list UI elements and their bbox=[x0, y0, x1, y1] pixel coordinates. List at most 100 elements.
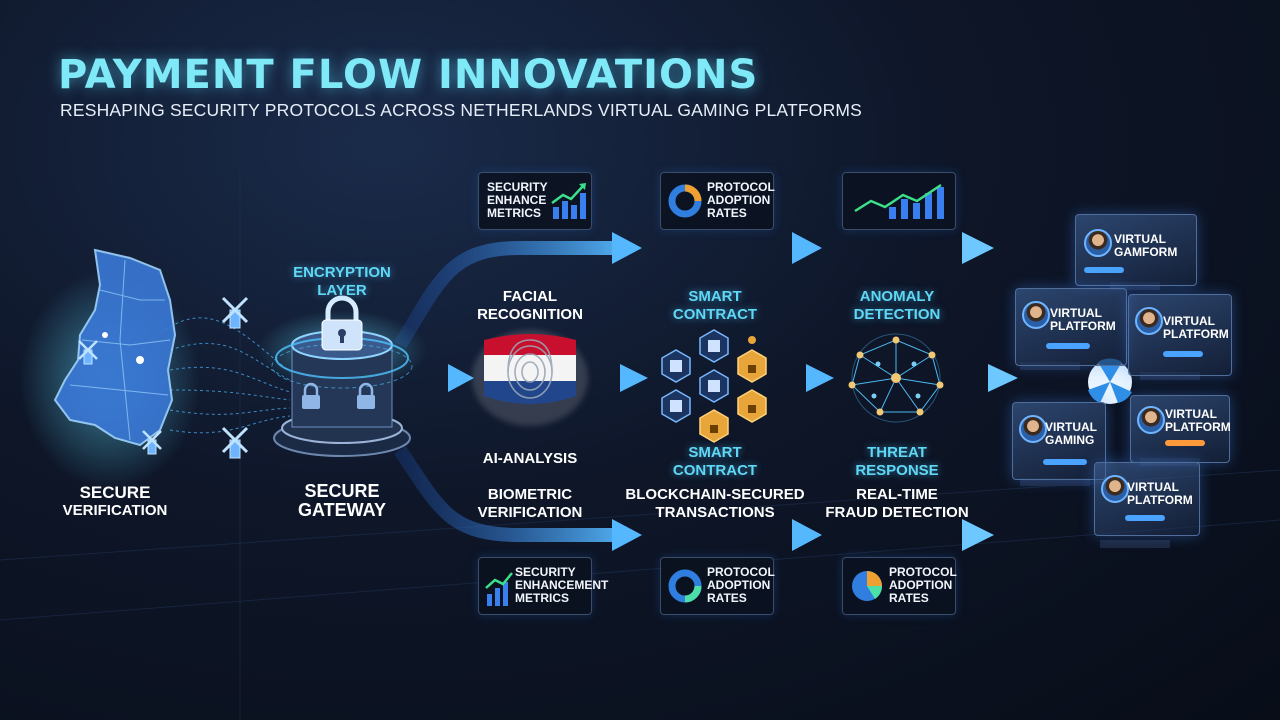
biometric-verification-line2: VERIFICATION bbox=[477, 504, 583, 521]
platform-panel-1[interactable]: VIRTUAL GAMFORM bbox=[1075, 214, 1197, 286]
metric-box-bottom-1-line2: ENHANCEMENT bbox=[515, 578, 609, 592]
metric-box-bottom-1: SECURITY ENHANCEMENT METRICS bbox=[478, 557, 608, 615]
threat-response-line2: RESPONSE bbox=[855, 462, 939, 479]
metric-box-bottom-3-line3: RATES bbox=[889, 591, 929, 605]
avatar bbox=[1137, 406, 1165, 434]
metric-box-bottom-2-line2: ADOPTION bbox=[707, 578, 771, 592]
metric-box-top-1-text: SECURITY ENHANCE METRICS bbox=[487, 181, 548, 220]
platform-panel-2-line2: PLATFORM bbox=[1050, 319, 1116, 333]
biometric-verification-line1: BIOMETRIC bbox=[487, 486, 573, 503]
metric-box-top-2-text: PROTOCOL ADOPTION RATES bbox=[707, 181, 775, 220]
metric-box-top-2-line2: ADOPTION bbox=[707, 193, 771, 207]
metric-box-top-2: PROTOCOL ADOPTION RATES bbox=[660, 172, 775, 230]
metric-box-bottom-3-line2: ADOPTION bbox=[889, 578, 953, 592]
anomaly-network-icon bbox=[848, 333, 944, 423]
blockchain-transactions-label: BLOCKCHAIN-SECURED TRANSACTIONS bbox=[615, 486, 815, 522]
metric-box-bottom-3-text: PROTOCOL ADOPTION RATES bbox=[889, 566, 957, 605]
metric-box-bottom-2-line1: PROTOCOL bbox=[707, 565, 775, 579]
bar-chart-trend-icon bbox=[551, 183, 586, 219]
platform-panel-6-text: VIRTUAL PLATFORM bbox=[1127, 481, 1193, 507]
threat-response-line1: THREAT bbox=[867, 444, 927, 461]
netherlands-map-icon bbox=[20, 248, 200, 490]
avatar bbox=[1101, 475, 1129, 503]
platform-panel-6-line1: VIRTUAL bbox=[1127, 480, 1179, 494]
platform-panel-5-button[interactable] bbox=[1043, 459, 1087, 465]
secure-verification-label-line2: VERIFICATION bbox=[62, 502, 168, 519]
metric-box-top-2-line3: RATES bbox=[707, 206, 747, 220]
platform-panel-3-line2: PLATFORM bbox=[1163, 327, 1229, 341]
metric-box-bottom-2: PROTOCOL ADOPTION RATES bbox=[660, 557, 775, 615]
platform-panel-1-text: VIRTUAL GAMFORM bbox=[1114, 233, 1177, 259]
platform-panel-2-text: VIRTUAL PLATFORM bbox=[1050, 307, 1116, 333]
windmill-icon bbox=[78, 296, 249, 459]
platform-panel-3[interactable]: VIRTUAL PLATFORM bbox=[1128, 294, 1232, 376]
avatar bbox=[1135, 307, 1163, 335]
lower-flow-arrow bbox=[394, 446, 994, 551]
anomaly-detection-label: ANOMALY DETECTION bbox=[822, 288, 972, 324]
smart-contract-hex-cluster bbox=[661, 329, 767, 443]
donut-chart-icon bbox=[668, 569, 702, 603]
secure-gateway-line2: GATEWAY bbox=[297, 500, 386, 520]
smart-contract-bottom-line1: SMART bbox=[688, 444, 742, 461]
threat-response-label: THREAT RESPONSE bbox=[822, 444, 972, 480]
platform-panel-3-line1: VIRTUAL bbox=[1163, 314, 1215, 328]
bar-chart-trend-icon bbox=[485, 572, 513, 606]
avatar bbox=[1084, 229, 1112, 257]
fraud-detection-line2: FRAUD DETECTION bbox=[825, 504, 969, 521]
platform-panel-4[interactable]: VIRTUAL PLATFORM bbox=[1130, 395, 1231, 463]
ai-analysis-label: AI-ANALYSIS bbox=[482, 450, 578, 467]
secure-gateway-label: SECURE GATEWAY bbox=[280, 482, 404, 520]
page-subtitle: RESHAPING SECURITY PROTOCOLS ACROSS NETH… bbox=[60, 100, 863, 120]
facial-recognition-line2: RECOGNITION bbox=[477, 306, 583, 323]
secure-gateway-icon bbox=[257, 295, 427, 457]
biometric-verification-label: BIOMETRIC VERIFICATION bbox=[455, 486, 605, 522]
blockchain-transactions-line2: TRANSACTIONS bbox=[655, 504, 775, 521]
fraud-detection-line1: REAL-TIME bbox=[856, 486, 938, 503]
platform-panel-4-button[interactable] bbox=[1165, 440, 1205, 446]
platform-panel-6-line2: PLATFORM bbox=[1127, 493, 1193, 507]
pie-chart-icon bbox=[852, 571, 883, 601]
metric-box-top-1: SECURITY ENHANCE METRICS bbox=[478, 172, 592, 230]
metric-box-bottom-1-text: SECURITY ENHANCEMENT METRICS bbox=[515, 566, 608, 605]
platform-panel-1-line1: VIRTUAL bbox=[1114, 232, 1166, 246]
platform-panel-3-button[interactable] bbox=[1163, 351, 1203, 357]
metric-box-top-1-line3: METRICS bbox=[487, 206, 541, 220]
metric-box-bottom-1-line1: SECURITY bbox=[515, 565, 576, 579]
blockchain-transactions-line1: BLOCKCHAIN-SECURED bbox=[625, 486, 805, 503]
platform-panel-1-button[interactable] bbox=[1084, 267, 1124, 273]
platform-panel-2[interactable]: VIRTUAL PLATFORM bbox=[1015, 288, 1127, 366]
platform-panel-6-button[interactable] bbox=[1125, 515, 1165, 521]
encryption-layer-line1: ENCRYPTION bbox=[293, 264, 391, 281]
smart-contract-bottom-line2: CONTRACT bbox=[672, 462, 758, 479]
platform-panel-5-text: VIRTUAL GAMING bbox=[1045, 421, 1097, 447]
platform-panel-3-text: VIRTUAL PLATFORM bbox=[1163, 315, 1229, 341]
bar-chart-trend-icon bbox=[854, 183, 944, 219]
anomaly-detection-line2: DETECTION bbox=[853, 306, 941, 323]
secure-verification-label-line1: SECURE bbox=[79, 483, 151, 502]
platform-panel-5[interactable]: VIRTUAL GAMING bbox=[1012, 402, 1106, 480]
fingerprint-flag-icon bbox=[472, 330, 588, 426]
secure-gateway-line1: SECURE bbox=[304, 481, 380, 501]
facial-recognition-line1: FACIAL bbox=[502, 288, 558, 305]
platform-panel-4-text: VIRTUAL PLATFORM bbox=[1165, 408, 1231, 434]
metric-box-top-2-line1: PROTOCOL bbox=[707, 180, 775, 194]
platform-panel-1-line2: GAMFORM bbox=[1114, 245, 1178, 259]
page-title: PAYMENT FLOW INNOVATIONS bbox=[58, 52, 759, 98]
metric-box-top-1-line2: ENHANCE bbox=[487, 193, 547, 207]
metric-box-bottom-3-line1: PROTOCOL bbox=[889, 565, 957, 579]
metric-box-top-1-line1: SECURITY bbox=[487, 180, 548, 194]
smart-contract-top-line2: CONTRACT bbox=[672, 306, 758, 323]
platform-panel-6[interactable]: VIRTUAL PLATFORM bbox=[1094, 462, 1200, 536]
avatar bbox=[1019, 415, 1047, 443]
platform-panel-2-button[interactable] bbox=[1046, 343, 1090, 349]
avatar bbox=[1022, 301, 1050, 329]
facial-recognition-label: FACIAL RECOGNITION bbox=[455, 288, 605, 324]
platform-panel-4-line2: PLATFORM bbox=[1165, 420, 1231, 434]
smart-contract-top-line1: SMART bbox=[688, 288, 742, 305]
smart-contract-top-label: SMART CONTRACT bbox=[640, 288, 790, 324]
middle-flow-arrows bbox=[405, 364, 1018, 392]
metric-box-bottom-1-line3: METRICS bbox=[515, 591, 569, 605]
platform-panel-5-line1: VIRTUAL bbox=[1045, 420, 1097, 434]
metric-box-bottom-3: PROTOCOL ADOPTION RATES bbox=[842, 557, 957, 615]
